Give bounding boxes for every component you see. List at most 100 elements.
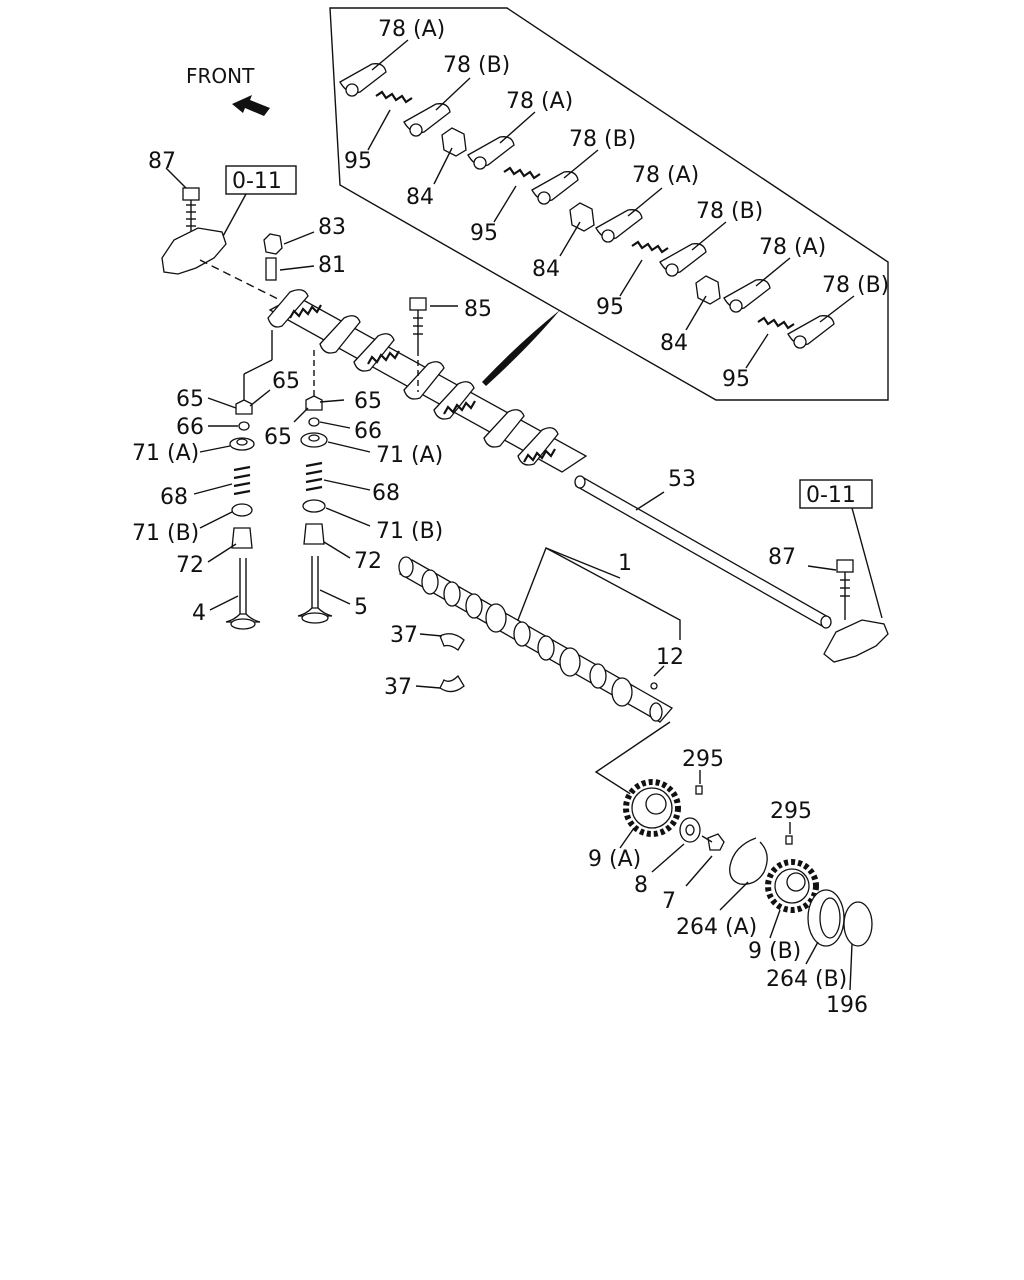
snap-ring-264a: [729, 837, 768, 885]
inset-pointer: [482, 310, 560, 386]
stud-81: [265, 257, 277, 281]
pin-295-left: [695, 785, 703, 795]
label-71b-1: 71 (B): [132, 521, 199, 546]
ref-box-right: [799, 479, 873, 509]
label-84-3: 84: [660, 331, 688, 356]
label-78a-2: 78 (A): [506, 89, 573, 114]
label-84-1: 84: [406, 185, 434, 210]
label-95-4: 95: [722, 367, 750, 392]
spring-95-2: [503, 166, 541, 180]
valve-train-right: [297, 350, 333, 624]
label-65-2: 65: [272, 369, 300, 394]
label-78b-3: 78 (B): [696, 199, 763, 224]
rocker-arm-78b-3: [659, 243, 707, 277]
label-65-4: 65: [264, 425, 292, 450]
label-264a: 264 (A): [676, 915, 757, 940]
pin-295-right: [785, 835, 793, 845]
rocker-shaft-53: [574, 475, 832, 629]
label-5: 5: [354, 595, 368, 620]
snap-ring-196: [843, 901, 873, 947]
front-arrow-icon: [232, 95, 270, 116]
rocker-arm-78a-3: [595, 209, 643, 243]
label-53: 53: [668, 467, 696, 492]
gear-9a: [623, 779, 681, 837]
label-295-left: 295: [682, 747, 724, 772]
label-37-upper: 37: [390, 623, 418, 648]
bracket-84-3: [695, 275, 721, 305]
brackets-84-inset: [441, 127, 721, 305]
front-label: FRONT: [186, 64, 255, 88]
label-8: 8: [634, 873, 648, 898]
label-95-1: 95: [344, 149, 372, 174]
spring-95-3: [631, 240, 669, 254]
label-68-1: 68: [160, 485, 188, 510]
label-85: 85: [464, 297, 492, 322]
label-95-2: 95: [470, 221, 498, 246]
label-65-3: 65: [354, 389, 382, 414]
label-1: 1: [618, 551, 632, 576]
bolt-7: [701, 833, 725, 851]
label-65-1: 65: [176, 387, 204, 412]
label-295-right: 295: [770, 799, 812, 824]
bracket-right: [823, 619, 889, 663]
rocker-detail-inset: [329, 7, 889, 401]
label-264b: 264 (B): [766, 967, 847, 992]
label-72-2: 72: [354, 549, 382, 574]
label-84-2: 84: [532, 257, 560, 282]
bearing-37-upper: [439, 633, 465, 651]
label-196: 196: [826, 993, 868, 1018]
label-78a-1: 78 (A): [378, 17, 445, 42]
label-68-2: 68: [372, 481, 400, 506]
label-9a: 9 (A): [588, 847, 641, 872]
camshaft: [398, 556, 674, 723]
label-66-1: 66: [176, 415, 204, 440]
label-87-left: 87: [148, 149, 176, 174]
rocker-arm-78b-2: [531, 171, 579, 205]
valve-train-left: [225, 330, 273, 630]
bracket-84-1: [441, 127, 467, 157]
label-71a-1: 71 (A): [132, 441, 199, 466]
rocker-arm-78a-4: [723, 279, 771, 313]
label-12: 12: [656, 645, 684, 670]
bolt-87-right: [836, 559, 854, 620]
spring-95-1: [375, 90, 413, 104]
label-81: 81: [318, 253, 346, 278]
bearing-37-lower: [439, 674, 465, 693]
ref-box-left: [225, 165, 297, 195]
label-71b-2: 71 (B): [376, 519, 443, 544]
nut-83: [263, 233, 283, 255]
springs-95-inset: [375, 90, 795, 330]
label-7: 7: [662, 889, 676, 914]
rocker-arm-78b-1: [403, 103, 451, 137]
label-78b-4: 78 (B): [822, 273, 889, 298]
bolt-85: [409, 297, 458, 392]
label-78b-2: 78 (B): [569, 127, 636, 152]
inset-leader-lines: [367, 39, 855, 369]
rocker-shaft-assembly: [199, 259, 588, 473]
label-37-lower: 37: [384, 675, 412, 700]
label-78b-1: 78 (B): [443, 53, 510, 78]
label-83: 83: [318, 215, 346, 240]
label-78a-3: 78 (A): [632, 163, 699, 188]
label-66-2: 66: [354, 419, 382, 444]
rocker-arm-78b-4: [787, 315, 835, 349]
spring-95-4: [757, 316, 795, 330]
rocker-arm-78a-2: [467, 136, 515, 170]
label-71a-2: 71 (A): [376, 443, 443, 468]
label-78a-4: 78 (A): [759, 235, 826, 260]
rocker-arms-inset: [339, 63, 835, 349]
bracket-84-2: [569, 202, 595, 232]
gear-9b: [765, 859, 819, 913]
label-9b: 9 (B): [748, 939, 801, 964]
ref-box-right-text: 0-11: [806, 483, 856, 508]
rocker-arm-78a-1: [339, 63, 387, 97]
bracket-left: [161, 227, 227, 275]
ref-box-left-text: 0-11: [232, 169, 282, 194]
callout-labels: 78 (A) 78 (B) 78 (A) 78 (B) 78 (A) 78 (B…: [132, 17, 889, 1018]
label-95-3: 95: [596, 295, 624, 320]
label-87-right: 87: [768, 545, 796, 570]
label-4: 4: [192, 601, 206, 626]
label-72-1: 72: [176, 553, 204, 578]
